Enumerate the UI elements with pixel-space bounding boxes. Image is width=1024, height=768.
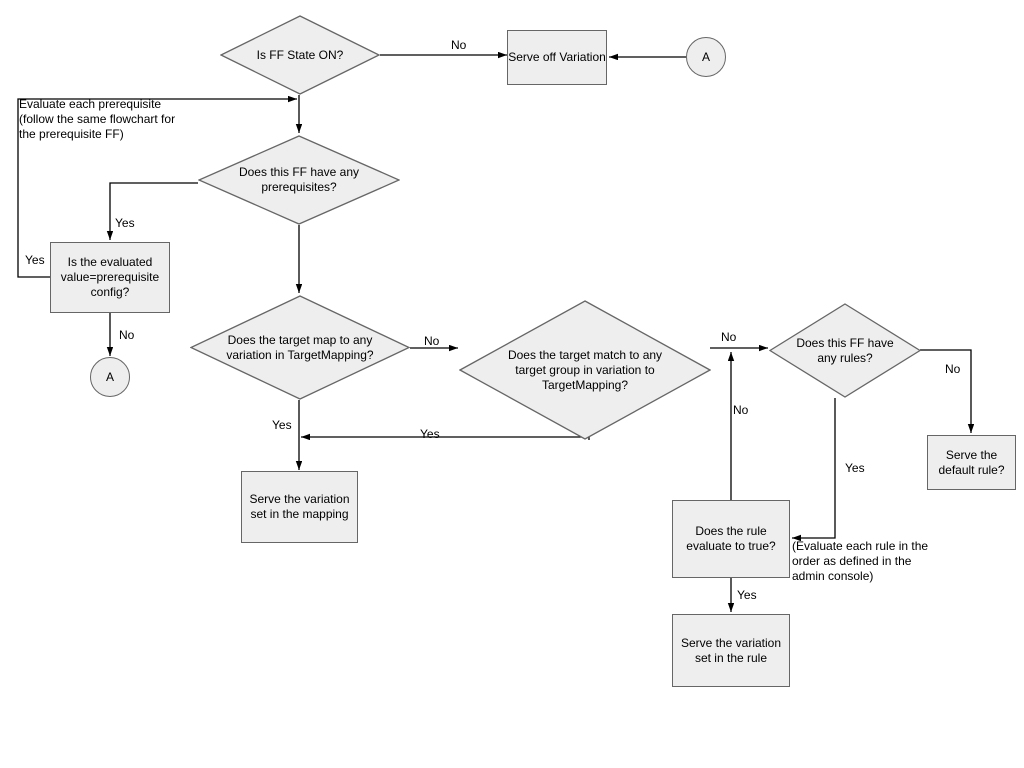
- decision-target-map-to-variation[interactable]: Does the target map to any variation in …: [190, 295, 410, 400]
- decision-is-ff-state-on[interactable]: Is FF State ON?: [220, 15, 380, 95]
- connector-a-top[interactable]: A: [686, 37, 726, 77]
- edge-prereq-yes: [106, 182, 198, 240]
- edge-label-rules-no-right: No: [945, 362, 961, 376]
- edge-label-targetmap-yes: Yes: [272, 418, 292, 432]
- edge-label-targetmap-no: No: [424, 334, 440, 348]
- process-label: Serve off Variation: [508, 50, 606, 64]
- diamond-shape: [220, 15, 380, 95]
- connector-label: A: [105, 369, 114, 384]
- process-is-evaluated-value-prerequisite-config[interactable]: Is the evaluated value=prerequisite conf…: [50, 242, 170, 313]
- note-prerequisite: Evaluate each prerequisite (follow the s…: [19, 97, 176, 141]
- process-label: Serve the variation set in the rule: [680, 635, 782, 665]
- process-serve-variation-set-in-rule[interactable]: Serve the variation set in the rule: [672, 614, 790, 687]
- edge-label-rules-yes: Yes: [845, 461, 865, 475]
- process-label: Does the rule evaluate to true?: [686, 524, 776, 553]
- process-serve-off-variation[interactable]: Serve off Variation: [507, 30, 607, 85]
- decision-has-prerequisites[interactable]: Does this FF have any prerequisites?: [198, 135, 400, 225]
- edge-label-targetgroup-no: No: [721, 330, 737, 344]
- edge-rules-yes: [792, 398, 836, 542]
- edge-label-evalprereq-no: No: [119, 328, 135, 342]
- decision-has-rules[interactable]: Does this FF have any rules?: [769, 303, 921, 398]
- edge-label-prereq-yes: Yes: [115, 216, 135, 230]
- edge-label-ffstate-no: No: [451, 38, 467, 52]
- connector-a-bottom[interactable]: A: [90, 357, 130, 397]
- edge-label-targetgroup-yes: Yes: [420, 427, 440, 441]
- note-rule-order: (Evaluate each rule in the order as defi…: [792, 539, 929, 583]
- process-does-rule-evaluate-to-true[interactable]: Does the rule evaluate to true?: [672, 500, 790, 578]
- edge-label-evalprereq-yes: Yes: [25, 253, 45, 267]
- decision-label: Does the target match to any target grou…: [507, 347, 663, 392]
- decision-label: Does this FF have any rules?: [796, 335, 894, 365]
- process-label: Serve the default rule?: [938, 447, 1005, 477]
- process-label: Is the evaluated value=prerequisite conf…: [60, 255, 160, 299]
- decision-label: Does the target map to any variation in …: [226, 332, 374, 362]
- edge-label-ruletrue-yes: Yes: [737, 588, 757, 602]
- decision-label: Does this FF have any prerequisites?: [238, 165, 360, 194]
- decision-target-match-target-group[interactable]: Does the target match to any target grou…: [459, 300, 711, 440]
- diamond-shape: [459, 300, 711, 440]
- diamond-shape: [769, 303, 921, 398]
- process-serve-default-rule[interactable]: Serve the default rule?: [927, 435, 1016, 490]
- decision-label: Is FF State ON?: [256, 47, 344, 62]
- diamond-shape: [190, 295, 410, 400]
- process-serve-variation-set-in-mapping[interactable]: Serve the variation set in the mapping: [241, 471, 358, 543]
- diamond-shape: [198, 135, 400, 225]
- connector-label: A: [701, 49, 710, 64]
- process-label: Serve the variation set in the mapping: [249, 492, 350, 521]
- edge-label-ruletrue-no: No: [733, 403, 749, 417]
